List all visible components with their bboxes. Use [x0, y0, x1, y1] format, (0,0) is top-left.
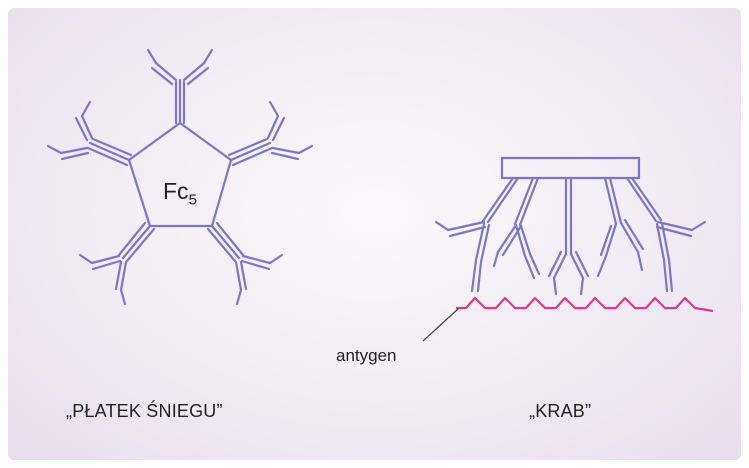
antibody-arm-lower-right [206, 221, 284, 306]
snowflake-caption: „PŁATEK ŚNIEGU” [66, 401, 223, 421]
crab-antibody-leg-5 [625, 176, 707, 293]
antibody-arm-upper-right [227, 100, 314, 167]
fc5-label: Fc5 [163, 178, 197, 209]
antibody-arm-top [146, 48, 214, 125]
crab-antibody-leg-1 [434, 176, 520, 293]
crab-antibody-leg-4 [596, 176, 645, 278]
antibody-arm-lower-left [78, 221, 156, 306]
antigen-chain [456, 296, 714, 313]
antigen-label: antygen [336, 346, 397, 365]
pentagon-fc-core [127, 121, 233, 228]
crab-pentamer [422, 156, 714, 342]
crab-caption: „KRAB” [529, 401, 592, 421]
snowflake-pentamer [46, 48, 314, 306]
antibody-arm-upper-left [46, 100, 133, 167]
pentamer-diagram [46, 48, 714, 342]
crab-fc-bar [500, 156, 641, 180]
fc-label-subscript: 5 [188, 191, 197, 209]
antigen-pointer-line [422, 308, 459, 342]
figure-panel: Fc5 antygen „PŁATEK ŚNIEGU” „KRAB” [8, 8, 741, 460]
crab-antibody-leg-2 [492, 176, 541, 280]
crab-antibody-leg-3 [547, 176, 590, 296]
fc-label-main: Fc [163, 178, 189, 204]
